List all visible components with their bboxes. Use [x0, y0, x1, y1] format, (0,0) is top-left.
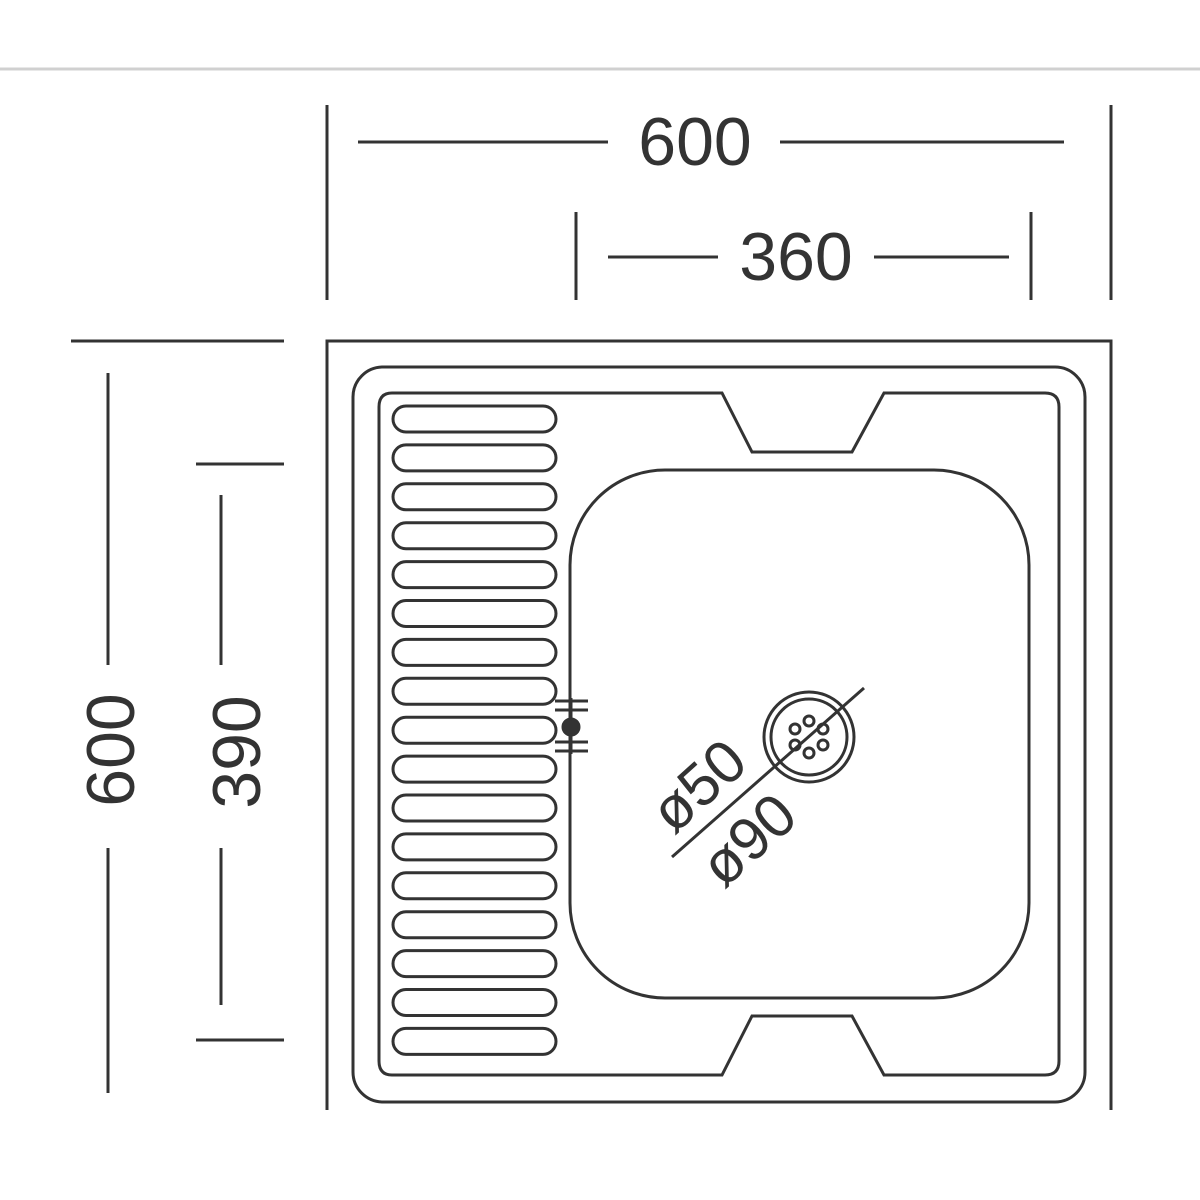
sink-deck	[377, 391, 1061, 1077]
bowl-width-dimension	[574, 212, 1033, 300]
drainboard-groove	[391, 871, 558, 901]
overflow-symbol	[555, 698, 588, 754]
sink-rim	[351, 365, 1087, 1104]
drainboard-groove	[391, 1026, 558, 1056]
overall-depth-label: 600	[73, 693, 149, 806]
sink-bowl	[568, 468, 1031, 1000]
drainboard-groove	[391, 404, 558, 434]
drainboard-groove	[391, 715, 558, 745]
drainboard-groove	[391, 482, 558, 512]
drainboard-groove	[391, 754, 558, 784]
drainboard-groove	[391, 560, 558, 590]
drainboard-groove	[391, 443, 558, 473]
bowl-width-label: 360	[739, 219, 852, 295]
drainboard-groove	[391, 793, 558, 823]
drain-leader-line	[671, 686, 865, 859]
drainboard-groove	[391, 832, 558, 862]
drainboard-groove	[391, 676, 558, 706]
drainboard-groove	[391, 910, 558, 940]
drainboard-grooves	[391, 404, 558, 1056]
sink-body	[325, 339, 1113, 1110]
drain-icon	[671, 686, 865, 859]
bowl-depth-dimension	[196, 462, 284, 1042]
overall-width-label: 600	[638, 104, 751, 180]
overall-width-dimension	[325, 105, 1113, 300]
drainboard-groove	[391, 988, 558, 1017]
drain-outer-ring	[762, 690, 856, 784]
bowl-depth-label: 390	[199, 695, 275, 808]
drain-inner-ring	[769, 697, 849, 777]
sink-outer-frame	[325, 339, 1113, 1110]
drainboard-groove	[391, 521, 558, 551]
drainboard-groove	[391, 637, 558, 667]
drainboard-groove	[391, 599, 558, 628]
overall-depth-dimension	[71, 339, 284, 1093]
drainboard-groove	[391, 949, 558, 979]
